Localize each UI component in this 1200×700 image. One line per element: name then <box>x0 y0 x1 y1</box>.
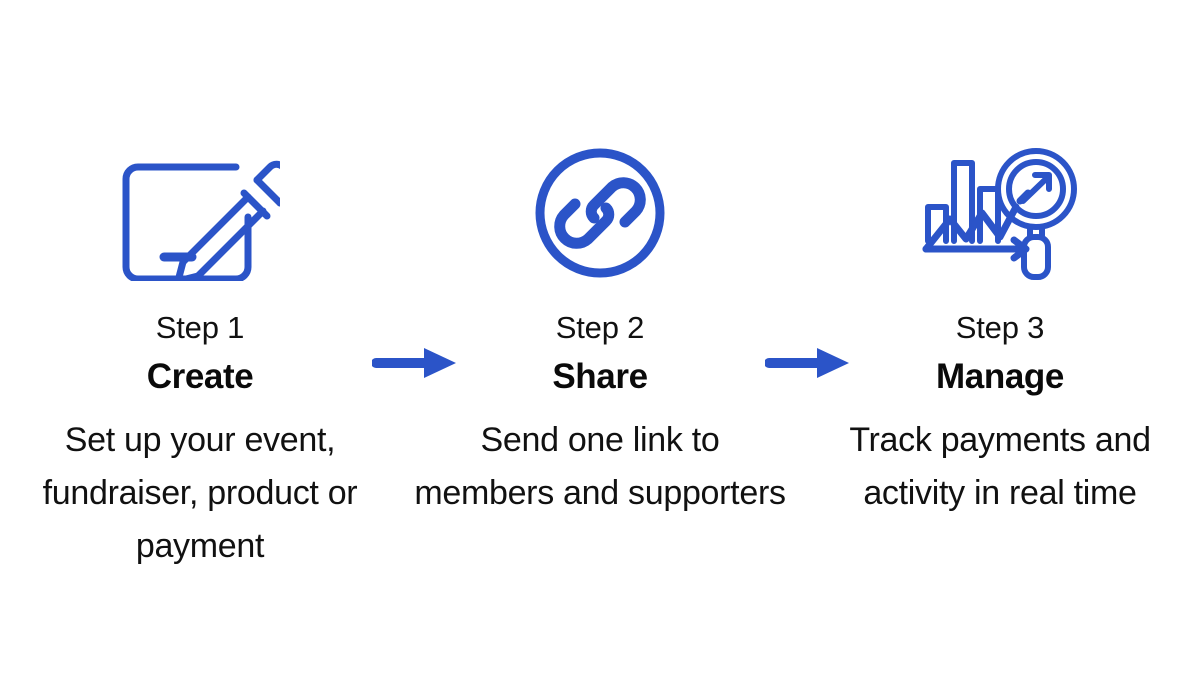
step-eyebrow: Step 3 <box>955 310 1045 345</box>
step-card-1: Step 1 Create Set up your event, fundrai… <box>0 0 400 573</box>
step-title: Create <box>146 357 254 396</box>
note-pencil-icon <box>120 138 280 288</box>
link-circle-icon <box>533 138 667 288</box>
analytics-magnifier-icon <box>920 138 1080 288</box>
step-title: Share <box>552 357 648 396</box>
step-eyebrow: Step 1 <box>155 310 245 345</box>
step-eyebrow: Step 2 <box>555 310 645 345</box>
step-card-3: Step 3 Manage Track payments and activit… <box>800 0 1200 520</box>
step-title: Manage <box>936 357 1064 396</box>
step-card-2: Step 2 Share Send one link to members an… <box>400 0 800 520</box>
step-description: Set up your event, fundraiser, product o… <box>42 421 358 565</box>
arrow-step1-to-step2 <box>371 346 462 380</box>
step-description: Track payments and activity in real time <box>849 421 1151 512</box>
arrow-step2-to-step3 <box>764 346 855 380</box>
step-description: Send one link to members and supporters <box>414 421 786 512</box>
